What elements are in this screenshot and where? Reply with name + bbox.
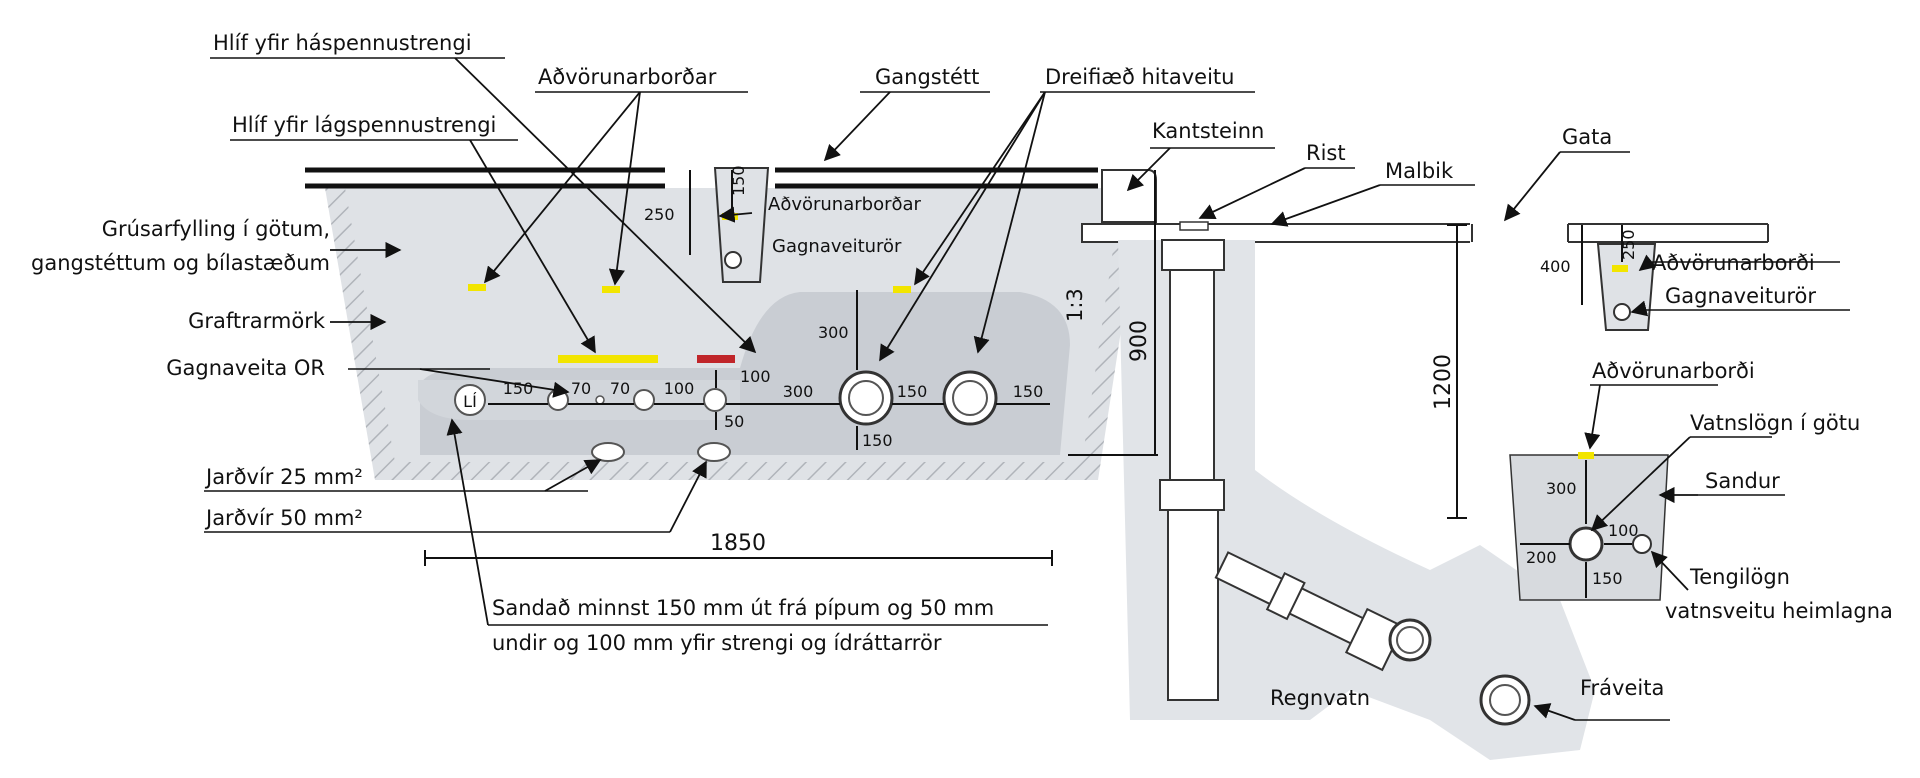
label-earth-wire-25: Jarðvír 25 mm² — [204, 465, 363, 489]
dim-250-small: 250 — [644, 205, 675, 224]
label-sidewalk: Gangstétt — [875, 65, 979, 89]
li-mark: LÍ — [463, 392, 477, 411]
dim-300-v: 300 — [818, 323, 849, 342]
dim-50: 50 — [724, 412, 744, 431]
dim-1200: 1200 — [1431, 354, 1456, 410]
dim-70-b: 70 — [610, 379, 630, 398]
dim-150-c: 150 — [1013, 382, 1044, 401]
label-warning-tape-right: Aðvörunarborði — [1652, 251, 1815, 275]
earth-wire-50 — [697, 442, 731, 462]
dim-150-b: 150 — [897, 382, 928, 401]
label-sewer: Fráveita — [1580, 676, 1664, 700]
label-gravel-fill-1: Grúsarfylling í götum, — [102, 217, 330, 241]
dim-200-water: 200 — [1526, 548, 1557, 567]
dim-150-a: 150 — [503, 379, 534, 398]
label-service-line-1: Tengilögn — [1689, 565, 1790, 589]
dim-70-a: 70 — [571, 379, 591, 398]
labels: Hlíf yfir háspennustrengi Aðvörunarborða… — [31, 31, 1893, 710]
right-dimension-lines — [1447, 224, 1632, 598]
warning-tapes-main — [468, 284, 911, 363]
label-warning-tapes-small: Aðvörunarborðar — [768, 194, 922, 215]
sewer-pipe — [1479, 674, 1531, 726]
label-data-conduit-small: Gagnaveiturör — [772, 236, 902, 257]
earth-wire-25 — [591, 442, 625, 462]
label-asphalt: Malbik — [1385, 159, 1454, 183]
label-sanding-note-1: Sandað minnst 150 mm út frá pípum og 50 … — [492, 596, 994, 620]
label-sanding-note-2: undir og 100 mm yfir strengi og ídráttar… — [492, 631, 942, 655]
warning-tape-1 — [468, 284, 486, 291]
dim-100-water: 100 — [1608, 521, 1639, 540]
sidewalk-surface — [305, 167, 1098, 189]
curb — [1101, 169, 1157, 223]
label-water-main: Vatnslögn í götu — [1690, 411, 1860, 435]
dim-150-v: 150 — [862, 431, 893, 450]
main-dimension-lines — [424, 170, 1158, 566]
conduit-row: LÍ — [454, 370, 998, 462]
label-district-heating: Dreifiæð hitaveitu — [1045, 65, 1234, 89]
hv-cable-cover — [697, 355, 735, 363]
warning-tape-3 — [893, 286, 911, 293]
label-earth-wire-50: Jarðvír 50 mm² — [204, 506, 363, 530]
lv-cable-cover — [558, 355, 658, 363]
leader-lines — [204, 57, 1850, 721]
dimension-values: 150 70 70 100 300 150 150 100 50 300 150… — [503, 165, 1639, 588]
warning-tape-2 — [602, 286, 620, 293]
dim-400-right: 400 — [1540, 257, 1571, 276]
dim-900: 900 — [1127, 320, 1152, 362]
dim-100-top: 100 — [740, 367, 771, 386]
stormwater-drain — [1118, 221, 1595, 760]
label-excavation-limit: Graftrarmörk — [188, 309, 326, 333]
label-grate: Rist — [1306, 141, 1346, 165]
label-sand: Sandur — [1705, 469, 1780, 493]
label-data-conduit-right: Gagnaveiturör — [1665, 284, 1816, 308]
dim-150-small: 150 — [729, 165, 748, 196]
label-hv-cover: Hlíf yfir háspennustrengi — [213, 31, 472, 55]
sand-bed-lower-left — [418, 380, 740, 420]
label-slope: 1:3 — [1063, 288, 1087, 322]
dim-1850: 1850 — [710, 531, 766, 556]
label-warning-tape-right2: Aðvörunarborði — [1592, 359, 1755, 383]
label-gravel-fill-2: gangstéttum og bílastæðum — [31, 251, 330, 275]
dim-100-a: 100 — [664, 379, 695, 398]
label-warning-tapes: Aðvörunarborðar — [538, 65, 717, 89]
dim-150-water: 150 — [1592, 569, 1623, 588]
dim-300-water: 300 — [1546, 479, 1577, 498]
label-rainwater: Regnvatn — [1270, 686, 1370, 710]
label-lv-cover: Hlíf yfir lágspennustrengi — [232, 113, 496, 137]
dim-250-right: 250 — [1619, 229, 1638, 260]
small-conduit-trench — [713, 167, 770, 283]
dim-300-a: 300 — [783, 382, 814, 401]
label-data-utility: Gagnaveita OR — [166, 356, 325, 380]
label-service-line-2: vatnsveitu heimlagna — [1665, 599, 1893, 623]
water-main-trench — [1509, 452, 1669, 601]
label-curb: Kantsteinn — [1152, 119, 1264, 143]
label-street: Gata — [1562, 125, 1612, 149]
